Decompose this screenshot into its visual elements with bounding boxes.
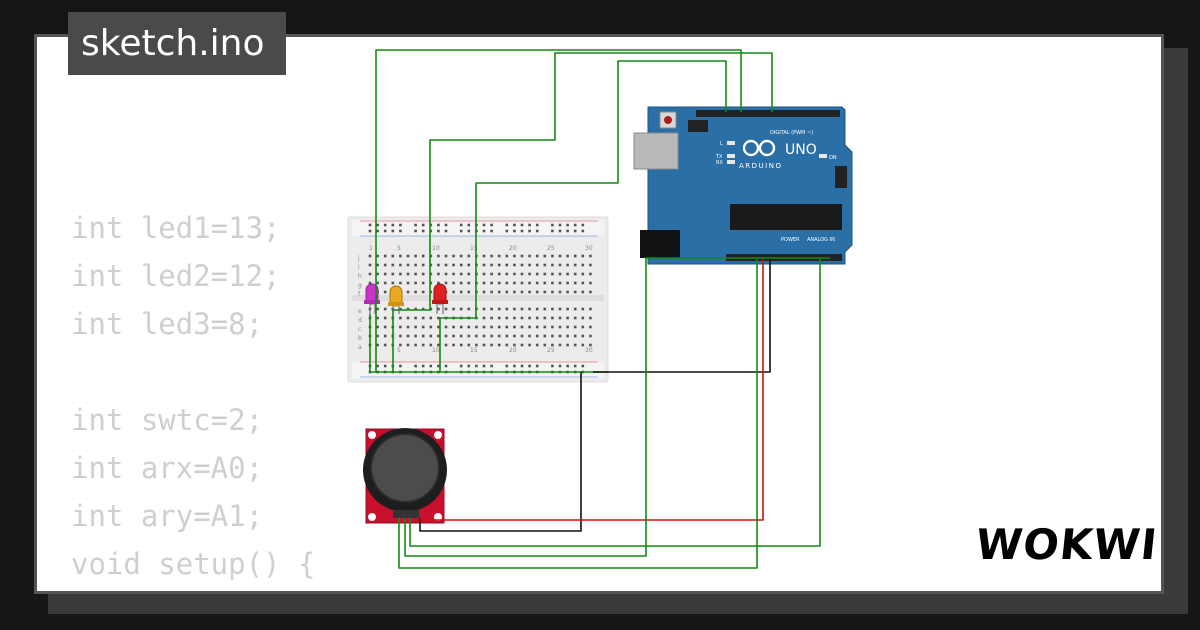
breadboard-row-letters: j i h g f e d c b a: [357, 255, 362, 351]
microcontroller-chip: [730, 204, 842, 230]
board-vendor-label: ARDUINO: [739, 162, 782, 170]
row-letter: f: [358, 291, 361, 298]
breadboard-column-numbers: 1 5 10 15 20 25 30 5 10 15 20 25 30: [369, 245, 593, 354]
row-letter: d: [358, 317, 362, 324]
code-line: int arx=A0;: [71, 451, 264, 485]
l-led-label: L: [720, 141, 723, 147]
wokwi-logo: WOKWI: [973, 520, 1161, 569]
icsp-header-small: [688, 120, 708, 132]
wire-joystick-vry: [404, 257, 830, 557]
row-letter: c: [358, 326, 361, 333]
wire-led3-pin8: [439, 60, 727, 372]
wires: [369, 49, 830, 569]
column-number: 1: [369, 245, 373, 252]
digital-pins-label: DIGITAL (PWM ~): [770, 130, 813, 136]
column-number: 20: [509, 245, 517, 252]
column-number: 15: [470, 245, 478, 252]
row-letter: a: [358, 344, 362, 351]
icsp-header: [835, 166, 847, 188]
led-purple[interactable]: [364, 283, 380, 314]
row-letter: g: [358, 282, 362, 289]
column-number: 30: [585, 245, 593, 252]
wire-joystick-vcc: [414, 258, 764, 521]
wire-joystick-gnd: [419, 372, 582, 532]
row-letter: h: [358, 273, 362, 280]
rx-led-label: RX: [716, 160, 723, 166]
tx-led-label: TX: [715, 154, 723, 160]
digital-header: [696, 110, 840, 117]
code-line: int led3=8;: [71, 307, 264, 341]
sketch-title: sketch.ino: [68, 12, 286, 75]
code-line: int led2=12;: [71, 259, 281, 293]
wire-led1-pin13: [375, 49, 742, 372]
column-number: 5: [397, 245, 401, 252]
analog-pins-label: ANALOG IN: [807, 237, 835, 243]
column-number: 10: [432, 347, 440, 354]
power-jack: [640, 230, 680, 258]
analog-joystick[interactable]: [363, 428, 447, 524]
wire-joystick-sw: [398, 258, 758, 569]
board-model-label: UNO: [785, 142, 817, 158]
tx-led: [727, 154, 735, 158]
reset-icon: [664, 116, 672, 124]
code-line: void setup() {: [71, 547, 316, 581]
code-line: int swtc=2;: [71, 403, 264, 437]
l-led: [727, 141, 735, 145]
wire-ground-black: [593, 258, 771, 373]
row-letter: j: [357, 255, 360, 262]
column-number: 5: [397, 347, 401, 354]
column-number: 30: [585, 347, 593, 354]
code-line: int led1=13;: [71, 211, 281, 245]
column-number: 25: [547, 245, 555, 252]
column-number: 20: [509, 347, 517, 354]
power-pins-label: POWER: [781, 237, 800, 243]
arduino-logo-icon: [742, 139, 776, 157]
on-led-label: ON: [829, 155, 837, 161]
led-red[interactable]: [432, 283, 448, 314]
column-number: 10: [432, 245, 440, 252]
wire-led2-pin12: [392, 52, 773, 372]
code-line: int ary=A1;: [71, 499, 264, 533]
arduino-uno-board[interactable]: UNO ARDUINO DIGITAL (PWM ~) POWER ANALOG…: [633, 106, 853, 265]
led-yellow[interactable]: [388, 285, 404, 314]
column-number: 25: [547, 347, 555, 354]
wire-joystick-vrx: [409, 258, 821, 547]
row-letter: e: [358, 308, 362, 315]
row-letter: b: [358, 335, 362, 342]
joystick-pins: [393, 510, 419, 518]
wire-gnd-breadboard: [369, 314, 608, 373]
code-preview: int led1=13; int led2=12; int led3=8; in…: [71, 204, 315, 588]
usb-port: [633, 132, 679, 170]
joystick-knob[interactable]: [370, 433, 440, 503]
rx-led: [727, 160, 735, 164]
row-letter: i: [358, 264, 360, 271]
breadboard: 1 5 10 15 20 25 30 5 10 15 20 25 30 j i …: [347, 216, 609, 383]
on-led: [819, 154, 827, 158]
column-number: 15: [470, 347, 478, 354]
